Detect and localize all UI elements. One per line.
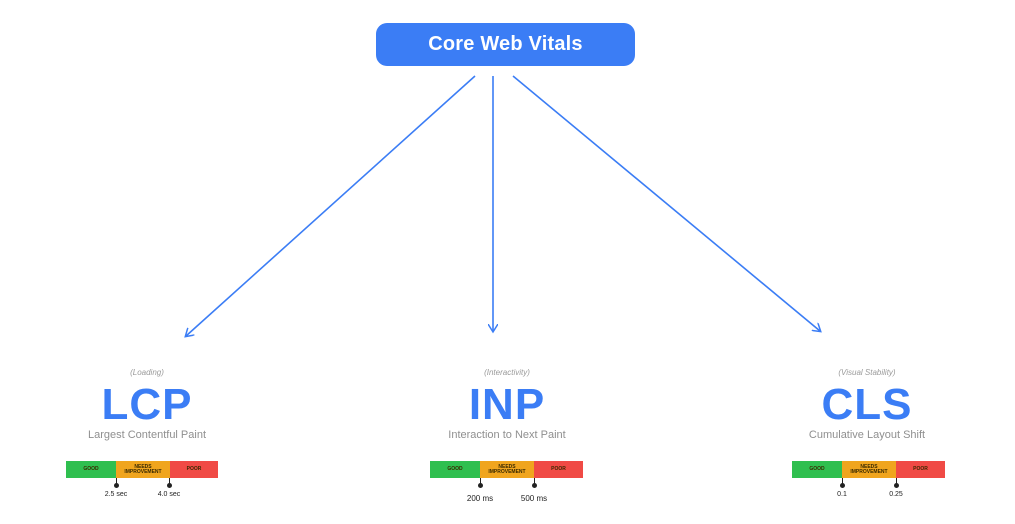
segment-good: GOOD — [66, 461, 116, 478]
segment-good: GOOD — [792, 461, 842, 478]
metric-category: (Loading) — [130, 368, 164, 377]
threshold-tick — [478, 478, 483, 488]
threshold-label: 4.0 sec — [157, 491, 181, 498]
segment-poor: POOR — [534, 461, 583, 478]
segment-needs-improvement: NEEDS IMPROVEMENT — [116, 461, 170, 478]
threshold-tick — [840, 478, 845, 488]
metric-lcp: (Loading) LCP Largest Contentful Paint — [37, 367, 257, 442]
threshold-tick — [167, 478, 172, 488]
segment-good: GOOD — [430, 461, 480, 478]
segment-poor: POOR — [896, 461, 945, 478]
metric-cls: (Visual Stability) CLS Cumulative Layout… — [757, 367, 977, 442]
metric-full-name: Interaction to Next Paint — [448, 429, 566, 441]
core-web-vitals-node[interactable]: Core Web Vitals — [376, 23, 635, 66]
inp-threshold-bar: GOOD NEEDS IMPROVEMENT POOR — [430, 461, 583, 478]
segment-needs-improvement: NEEDS IMPROVEMENT — [480, 461, 534, 478]
metric-inp: (Interactivity) INP Interaction to Next … — [397, 367, 617, 442]
segment-poor: POOR — [170, 461, 218, 478]
segment-needs-improvement: NEEDS IMPROVEMENT — [842, 461, 896, 478]
metric-full-name: Largest Contentful Paint — [87, 429, 207, 441]
arrow-to-cls — [512, 75, 820, 331]
lcp-threshold-bar: GOOD NEEDS IMPROVEMENT POOR — [66, 461, 218, 478]
metric-full-name: Cumulative Layout Shift — [808, 429, 926, 441]
metric-abbreviation: CLS — [821, 380, 913, 429]
threshold-tick — [532, 478, 537, 488]
metric-abbreviation: LCP — [101, 380, 193, 429]
threshold-label: 0.1 — [837, 491, 847, 498]
arrow-to-lcp — [186, 75, 476, 336]
threshold-label: 200 ms — [466, 494, 494, 503]
threshold-tick — [894, 478, 899, 488]
threshold-label: 500 ms — [520, 494, 548, 503]
threshold-label: 2.5 sec — [104, 491, 128, 498]
metric-abbreviation: INP — [468, 380, 546, 429]
metric-category: (Interactivity) — [484, 368, 530, 377]
cls-threshold-bar: GOOD NEEDS IMPROVEMENT POOR — [792, 461, 945, 478]
threshold-tick — [114, 478, 119, 488]
threshold-label: 0.25 — [889, 491, 903, 498]
metric-category: (Visual Stability) — [838, 368, 896, 377]
